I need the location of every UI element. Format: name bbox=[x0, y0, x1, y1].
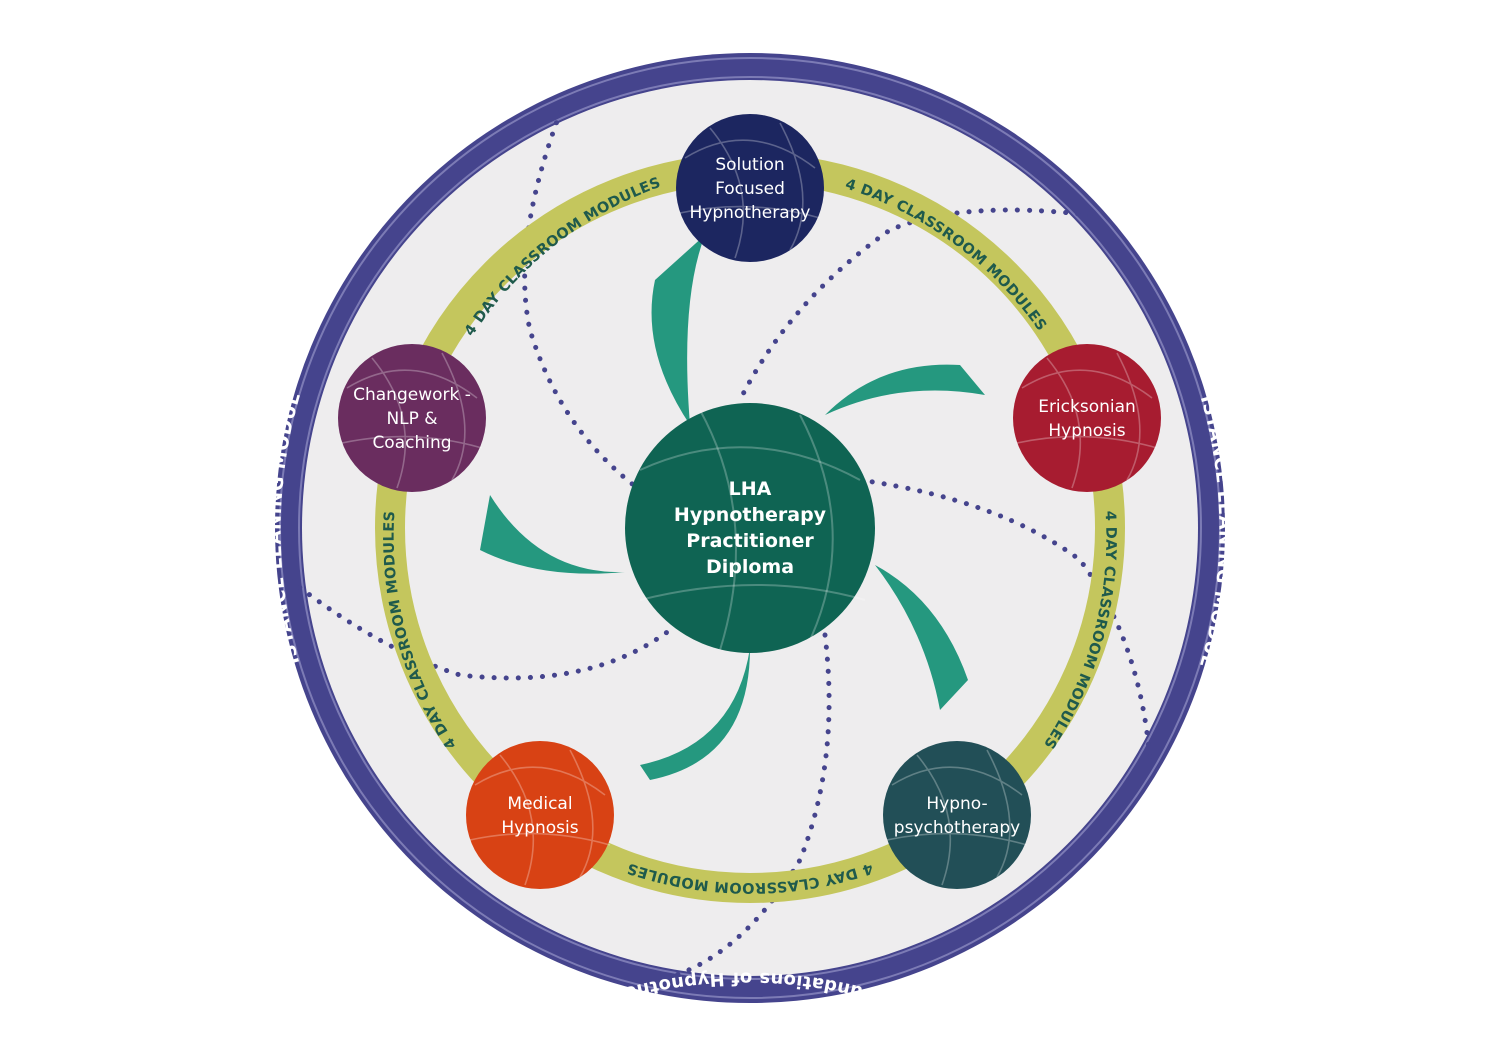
dotted-line bbox=[287, 577, 673, 681]
dotted-line bbox=[857, 477, 1153, 763]
ring-label: DISTANCE LEANING MODULE bbox=[0, 0, 305, 667]
center-title-line: Diploma bbox=[706, 556, 794, 578]
node-label-line: Ericksonian bbox=[1038, 397, 1136, 417]
node-label-line: NLP & bbox=[386, 409, 437, 429]
node-hypnopsycho: Hypno-psychotherapy bbox=[883, 741, 1031, 889]
node-label-line: psychotherapy bbox=[894, 818, 1020, 838]
spiral-arm bbox=[875, 565, 968, 710]
node-texture bbox=[469, 749, 611, 886]
node-label-line: Focused bbox=[715, 179, 785, 199]
node-label-line: Hypno- bbox=[926, 794, 987, 814]
center-circle bbox=[625, 403, 875, 653]
node-texture bbox=[341, 352, 483, 489]
node-label-line: Hypnosis bbox=[501, 818, 578, 838]
center-texture bbox=[639, 409, 866, 651]
node-label-line: Changework - bbox=[353, 385, 471, 405]
spiral-arms bbox=[480, 235, 985, 780]
inner-ring-edge bbox=[298, 76, 1202, 980]
node-label-line: Hypnotherapy bbox=[690, 203, 811, 223]
node-texture bbox=[886, 749, 1028, 886]
dotted-line bbox=[657, 632, 832, 983]
node-circle bbox=[466, 741, 614, 889]
ring-label-left: DISTANCE LEANING MODULE bbox=[0, 0, 304, 667]
node-texture bbox=[1016, 352, 1158, 489]
node-label-line: Medical bbox=[507, 794, 572, 814]
center-title-line: LHA bbox=[729, 478, 772, 500]
node-circle bbox=[676, 114, 824, 262]
spiral-arm bbox=[825, 364, 985, 415]
center-title-line: Practitioner bbox=[686, 530, 814, 552]
dotted-line bbox=[522, 97, 643, 493]
node-label-line: Solution bbox=[715, 155, 784, 175]
node-circle bbox=[338, 344, 486, 492]
module-nodes: SolutionFocusedHypnotherapyEricksonianHy… bbox=[338, 114, 1161, 889]
node-changework: Changework - NLP & Coaching bbox=[338, 344, 486, 492]
node-circle bbox=[883, 741, 1031, 889]
node-texture bbox=[679, 122, 821, 259]
spiral-arm bbox=[640, 648, 750, 780]
outer-ring-edge bbox=[279, 57, 1221, 999]
node-label-line: Hypnosis bbox=[1048, 421, 1125, 441]
dotted-line bbox=[737, 207, 1093, 403]
spiral-arm bbox=[480, 495, 625, 574]
spiral-arm bbox=[651, 235, 705, 425]
node-circle bbox=[1013, 344, 1161, 492]
center-title-line: Hypnotherapy bbox=[674, 504, 827, 526]
dotted-connectors bbox=[287, 97, 1153, 983]
node-label-line: Coaching bbox=[372, 433, 451, 453]
